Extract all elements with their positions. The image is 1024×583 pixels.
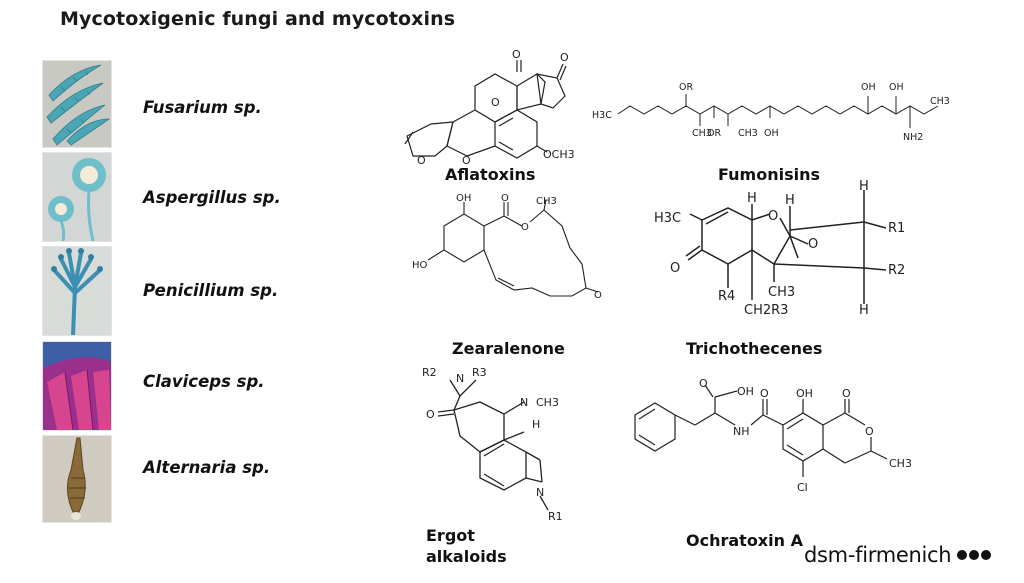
aflatoxin-label-och3: OCH3 <box>543 148 575 161</box>
ergot-label-r1: R1 <box>548 510 563 523</box>
fumonisin-label-nh2: NH2 <box>903 132 923 143</box>
trichothecene-label-o2: O <box>808 237 818 252</box>
trichothecene-label-r1: R1 <box>888 221 905 236</box>
ochratoxin-label-oh2: OH <box>796 387 813 400</box>
ergot-label-ch3: CH3 <box>536 396 559 409</box>
alternaria-image <box>42 435 112 523</box>
fumonisin-label-oh3: OH <box>889 82 904 93</box>
fumonisin-label-ch3a: CH3 <box>692 128 712 139</box>
label-ergot-alkaloids: Ergot alkaloids <box>426 525 507 567</box>
aflatoxin-structure: O O O O O OCH3 <box>404 48 575 167</box>
fungus-claviceps: Claviceps sp. <box>143 372 265 391</box>
fumonisin-label-oh2: OH <box>861 82 876 93</box>
fumonisin-label-h3c: H3C <box>592 110 612 121</box>
ochratoxin-structure: OH O NH O OH O O CH3 Cl <box>634 377 912 494</box>
ergot-label-n3: N <box>536 486 544 499</box>
aspergillus-image <box>42 152 112 242</box>
ochratoxin-label-o4: O <box>865 425 874 438</box>
trichothecene-label-r2: R2 <box>888 263 905 278</box>
fumonisin-label-oh1: OH <box>764 128 779 139</box>
label-zearalenone: Zearalenone <box>452 339 565 358</box>
trichothecene-label-ch3: CH3 <box>768 285 795 300</box>
label-aflatoxins: Aflatoxins <box>445 165 536 184</box>
ergot-label-o: O <box>426 408 435 421</box>
label-ergot-line2: alkaloids <box>426 547 507 566</box>
label-ergot-line1: Ergot <box>426 526 475 545</box>
zearalenone-label-ho: HO <box>412 260 428 271</box>
ergot-label-r2: R2 <box>422 366 437 379</box>
fungus-alternaria: Alternaria sp. <box>143 458 271 477</box>
aflatoxin-label-o4: O <box>417 154 426 167</box>
ergot-label-r3: R3 <box>472 366 487 379</box>
label-fumonisins: Fumonisins <box>718 165 820 184</box>
label-ochratoxin-a: Ochratoxin A <box>686 531 803 550</box>
fungus-penicillium: Penicillium sp. <box>143 281 279 300</box>
aflatoxin-label-o3: O <box>491 96 500 109</box>
fusarium-image <box>42 60 112 148</box>
ochratoxin-label-o1: O <box>699 377 708 390</box>
page-title: Mycotoxigenic fungi and mycotoxins <box>60 8 456 30</box>
brand-dots-icon <box>957 550 992 560</box>
ochratoxin-label-o2: O <box>760 387 769 400</box>
ochratoxin-label-o3: O <box>842 387 851 400</box>
zearalenone-structure: OH HO O O CH3 O <box>412 193 602 301</box>
ergot-label-h: H <box>532 418 540 431</box>
brand-name: dsm-firmenich <box>804 543 952 567</box>
fungus-aspergillus: Aspergillus sp. <box>143 188 281 207</box>
trichothecene-label-h2: H <box>785 193 795 208</box>
zearalenone-label-o1: O <box>501 193 509 204</box>
ochratoxin-label-nh: NH <box>733 425 750 438</box>
ochratoxin-label-cl: Cl <box>797 481 808 494</box>
trichothecene-label-ch2r3: CH2R3 <box>744 303 788 318</box>
zearalenone-label-oh: OH <box>456 193 471 204</box>
ergot-label-n2: N <box>520 396 528 409</box>
fumonisin-label-or1: OR <box>679 82 693 93</box>
brand-logo: dsm-firmenich <box>804 543 992 567</box>
trichothecene-structure: H3C H O H H O R1 R2 O R4 CH3 CH2R3 H <box>654 179 905 318</box>
penicillium-image <box>42 246 112 336</box>
zearalenone-label-ch3: CH3 <box>536 196 557 207</box>
fumonisin-label-ch3b: CH3 <box>738 128 758 139</box>
zearalenone-label-o3: O <box>594 290 602 301</box>
trichothecene-label-r4: R4 <box>718 289 735 304</box>
fumonisin-label-ch3c: CH3 <box>930 96 950 107</box>
fumonisin-structure: H3C OR CH3 OR CH3 OH OH OH CH3 NH2 <box>592 82 950 143</box>
zearalenone-label-o2: O <box>521 222 529 233</box>
aflatoxin-label-o5: O <box>462 154 471 167</box>
aflatoxin-label-o2: O <box>560 51 569 64</box>
ergot-structure: R2 N R3 O N CH3 H N R1 <box>422 366 563 523</box>
trichothecene-label-o3: O <box>670 261 680 276</box>
aflatoxin-label-o1: O <box>512 48 521 61</box>
fungus-fusarium: Fusarium sp. <box>143 98 262 117</box>
ochratoxin-label-oh1: OH <box>737 385 754 398</box>
trichothecene-label-h1: H <box>747 191 757 206</box>
trichothecene-label-h4: H <box>859 303 869 318</box>
label-trichothecenes: Trichothecenes <box>686 339 823 358</box>
trichothecene-label-o1: O <box>768 209 778 224</box>
claviceps-image <box>42 341 112 431</box>
ochratoxin-label-ch3: CH3 <box>889 457 912 470</box>
trichothecene-label-h3c: H3C <box>654 211 681 226</box>
fumonisin-label-or2: OR <box>707 128 721 139</box>
trichothecene-label-h3: H <box>859 179 869 194</box>
ergot-label-n1: N <box>456 372 464 385</box>
